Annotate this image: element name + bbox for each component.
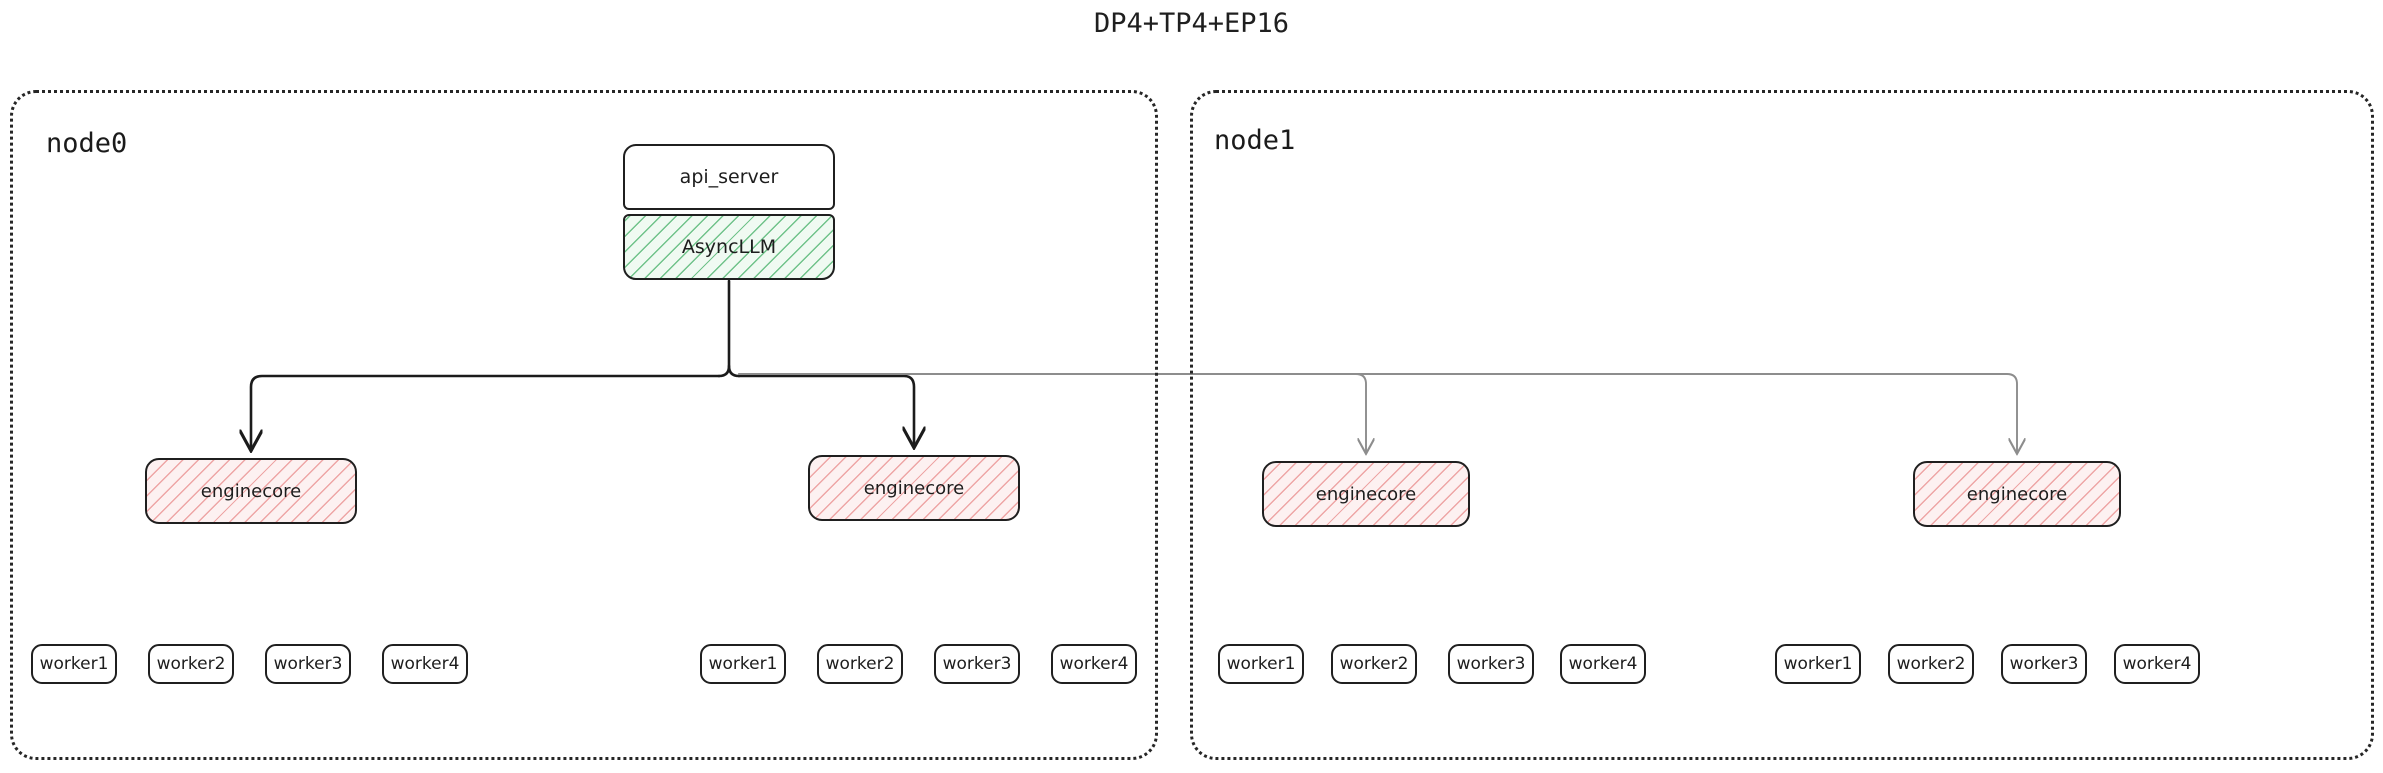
worker-box[interactable]: worker2 bbox=[1888, 644, 1974, 684]
page-title: DP4+TP4+EP16 bbox=[1093, 8, 1290, 39]
worker-box[interactable]: worker3 bbox=[265, 644, 351, 684]
asyncllm-box[interactable]: AsyncLLM bbox=[623, 214, 835, 280]
node-cluster-node1 bbox=[1190, 90, 2374, 760]
node-cluster-label-node1: node1 bbox=[1214, 125, 1296, 156]
worker-box[interactable]: worker1 bbox=[700, 644, 786, 684]
worker-box[interactable]: worker1 bbox=[1775, 644, 1861, 684]
enginecore-box-node1-1[interactable]: enginecore bbox=[1262, 461, 1470, 527]
node-cluster-node0 bbox=[10, 90, 1158, 760]
worker-box[interactable]: worker1 bbox=[31, 644, 117, 684]
enginecore-box-node0-1[interactable]: enginecore bbox=[145, 458, 357, 524]
worker-box[interactable]: worker4 bbox=[382, 644, 468, 684]
worker-box[interactable]: worker4 bbox=[1051, 644, 1137, 684]
worker-box[interactable]: worker1 bbox=[1218, 644, 1304, 684]
node-cluster-label-node0: node0 bbox=[46, 128, 128, 159]
worker-box[interactable]: worker3 bbox=[1448, 644, 1534, 684]
enginecore-box-node1-2[interactable]: enginecore bbox=[1913, 461, 2121, 527]
worker-box[interactable]: worker2 bbox=[148, 644, 234, 684]
worker-box[interactable]: worker4 bbox=[2114, 644, 2200, 684]
worker-box[interactable]: worker2 bbox=[817, 644, 903, 684]
worker-box[interactable]: worker3 bbox=[934, 644, 1020, 684]
enginecore-box-node0-2[interactable]: enginecore bbox=[808, 455, 1020, 521]
worker-box[interactable]: worker4 bbox=[1560, 644, 1646, 684]
api-server-box[interactable]: api_server bbox=[623, 144, 835, 210]
worker-box[interactable]: worker3 bbox=[2001, 644, 2087, 684]
worker-box[interactable]: worker2 bbox=[1331, 644, 1417, 684]
